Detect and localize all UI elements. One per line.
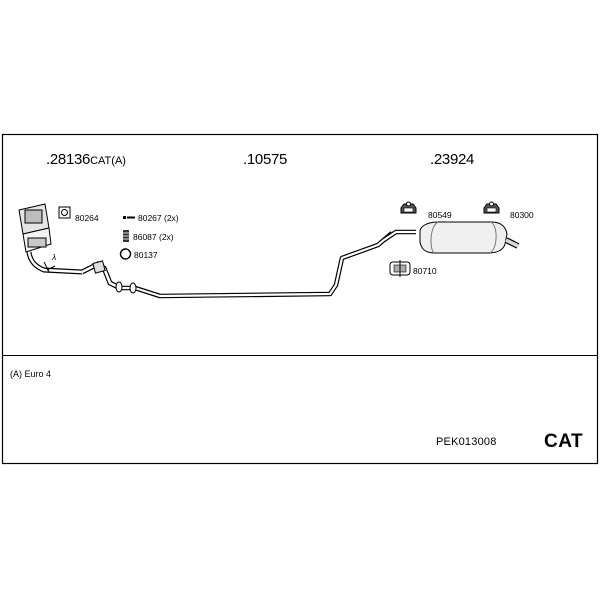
hanger-icon xyxy=(400,201,417,214)
category-label: CAT xyxy=(544,431,584,452)
gasket-icon xyxy=(58,206,71,219)
part-label-80267: 80267 (2x) xyxy=(138,213,179,223)
ring-icon xyxy=(119,248,132,260)
catalytic-converter-drawing xyxy=(18,203,120,290)
clamp-icon xyxy=(389,260,411,277)
spring-icon xyxy=(123,230,129,242)
part-number: .28136 xyxy=(46,151,91,168)
euro-norm-note: (A) Euro 4 xyxy=(10,369,52,379)
part-label-80264: 80264 xyxy=(75,213,99,223)
part-suffix: CAT(A) xyxy=(90,155,126,167)
part-label-80710: 80710 xyxy=(413,266,437,276)
product-code: PEK013008 xyxy=(436,436,497,448)
part-label-28136: .28136CAT(A) xyxy=(46,151,126,168)
lambda-sensor-symbol: λ xyxy=(52,252,57,262)
bolt-icon xyxy=(123,216,135,219)
part-label-80137: 80137 xyxy=(134,250,158,260)
middle-pipe-drawing xyxy=(115,231,394,299)
part-label-23924: .23924 xyxy=(430,151,475,168)
hanger-rubber-icon xyxy=(483,201,500,214)
part-label-80300: 80300 xyxy=(510,210,534,220)
part-label-80549: 80549 xyxy=(428,210,452,220)
part-label-10575: .10575 xyxy=(243,151,288,168)
diagram-border xyxy=(1,133,599,465)
part-label-86087: 86087 (2x) xyxy=(133,232,174,242)
rear-silencer-drawing xyxy=(382,221,520,254)
